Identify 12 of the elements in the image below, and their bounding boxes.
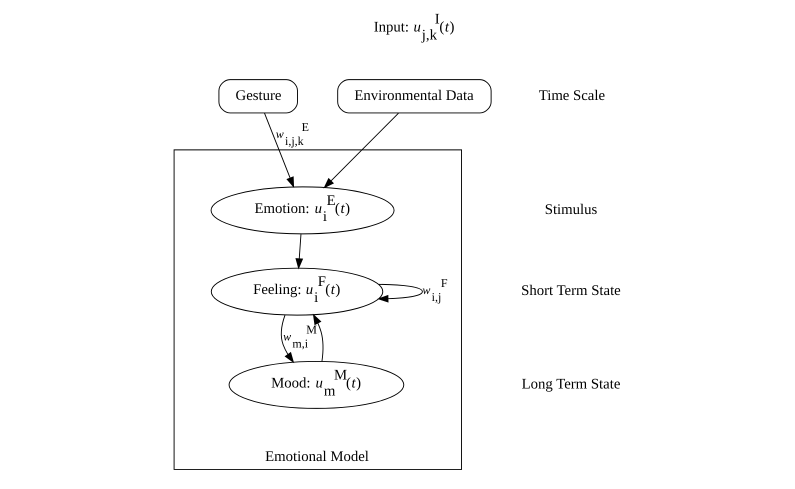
arrow	[264, 112, 294, 188]
arrow	[280, 314, 294, 364]
arrow	[294, 234, 303, 270]
label: Short Term State	[520, 283, 620, 300]
node-box: Gesture	[218, 79, 298, 114]
label: Time Scale	[538, 88, 605, 104]
arrow	[322, 112, 399, 189]
label: Stimulus	[544, 202, 597, 218]
label: Long Term State	[521, 376, 620, 392]
arrow	[312, 314, 323, 362]
arrow	[376, 284, 422, 303]
node-box: Environmental Data	[336, 79, 492, 114]
